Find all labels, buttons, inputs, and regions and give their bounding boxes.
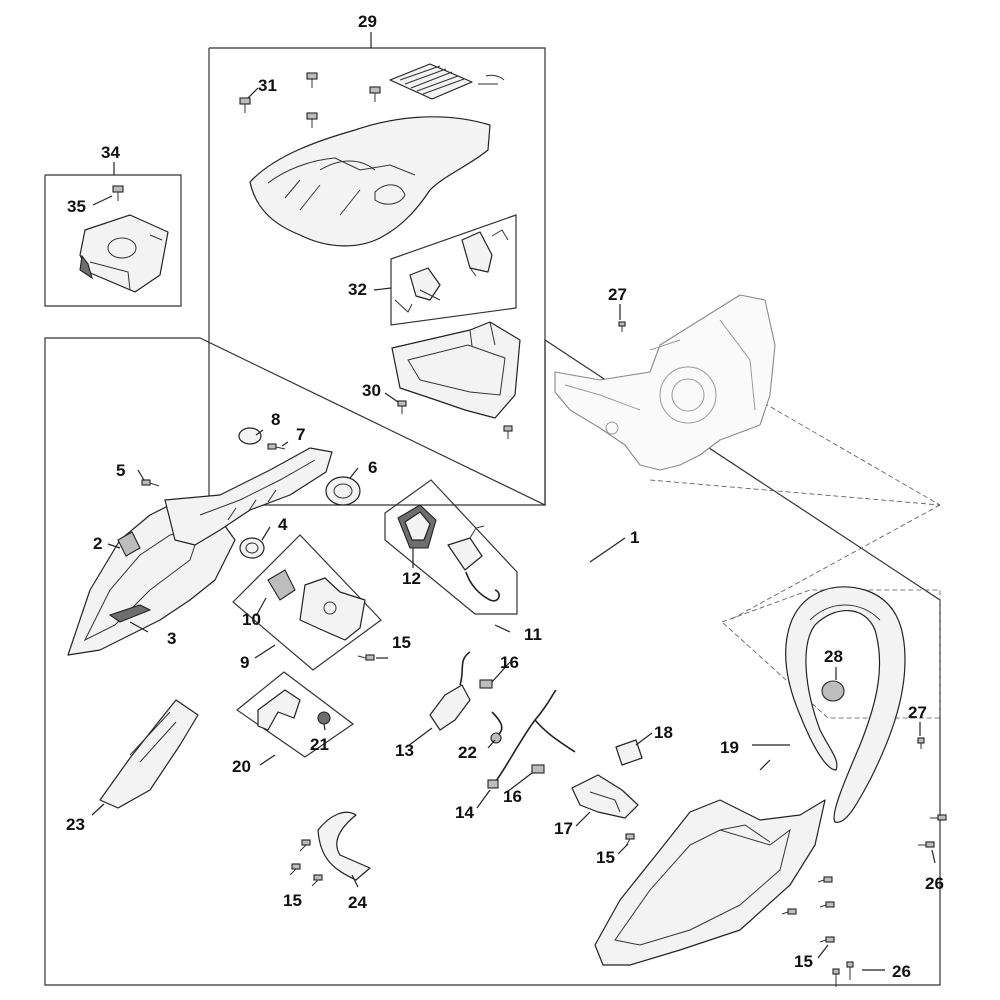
spring-part-21[interactable]	[317, 711, 331, 725]
screw-15-b[interactable]	[357, 654, 375, 661]
callout-7: 7	[296, 425, 305, 444]
callout-12: 12	[402, 569, 421, 588]
connector-16b[interactable]	[531, 764, 545, 774]
throttle-housing-part-9[interactable]	[299, 577, 366, 641]
callout-23: 23	[66, 815, 85, 834]
box-20	[235, 671, 355, 758]
callout-labels: 1 2 3 4 5 6 7 8 9 10 11 12 13 14 15 15 1…	[66, 12, 944, 981]
callout-27a: 27	[608, 285, 627, 304]
air-filter-part[interactable]	[389, 63, 505, 100]
callout-17: 17	[554, 819, 573, 838]
callout-22: 22	[458, 743, 477, 762]
screw-7[interactable]	[267, 443, 286, 450]
screw-27-top[interactable]	[618, 321, 626, 332]
leader-lines	[91, 32, 936, 971]
trigger-switch-part-13[interactable]	[429, 651, 471, 731]
callout-32: 32	[348, 280, 367, 299]
handle-shell-part-24[interactable]	[317, 811, 371, 881]
box-32	[390, 214, 517, 326]
damper-part-18[interactable]	[615, 739, 643, 766]
dashed-line-low	[649, 479, 941, 506]
callout-29: 29	[358, 12, 377, 31]
screw-35[interactable]	[112, 185, 124, 201]
callout-1: 1	[630, 528, 639, 547]
box-9	[232, 534, 382, 671]
screw-group-26[interactable]	[832, 814, 947, 987]
grip-part-23[interactable]	[99, 699, 199, 809]
boot-part-12[interactable]	[397, 504, 437, 549]
damper-part-6[interactable]	[325, 476, 361, 506]
screw-group-15-24[interactable]	[289, 839, 323, 887]
screw-group-31[interactable]	[239, 72, 381, 128]
callout-8: 8	[271, 410, 280, 429]
callout-15a: 15	[392, 633, 411, 652]
lower-housing-part[interactable]	[594, 799, 826, 966]
battery-cover-part-34[interactable]	[79, 214, 169, 293]
callout-5: 5	[116, 461, 125, 480]
callout-35: 35	[67, 197, 86, 216]
cap-part-8[interactable]	[238, 427, 262, 445]
box-11	[384, 479, 518, 615]
callout-13: 13	[395, 741, 414, 760]
callout-21: 21	[310, 735, 329, 754]
screw-group-15-lower[interactable]	[781, 876, 835, 943]
levers-part-32[interactable]	[394, 229, 509, 313]
callout-19: 19	[720, 738, 739, 757]
rail-part[interactable]	[164, 447, 333, 546]
callout-16a: 16	[500, 653, 519, 672]
callout-20: 20	[232, 757, 251, 776]
switch-housing-part-17[interactable]	[571, 774, 639, 819]
callout-9: 9	[240, 653, 249, 672]
screw-30[interactable]	[397, 400, 407, 414]
harness-part-14[interactable]	[487, 689, 576, 789]
callout-18: 18	[654, 723, 673, 742]
callout-15c: 15	[283, 891, 302, 910]
callout-3: 3	[167, 629, 176, 648]
screw-27-bottom[interactable]	[917, 737, 925, 749]
callout-14: 14	[455, 803, 474, 822]
box-34	[44, 174, 182, 307]
callout-11: 11	[524, 625, 542, 644]
callout-27b: 27	[908, 703, 927, 722]
callout-26a: 26	[925, 874, 944, 893]
bushing-part-28[interactable]	[821, 680, 845, 702]
callout-34: 34	[101, 143, 120, 162]
crankcase-reference	[554, 294, 776, 471]
callout-6: 6	[368, 458, 377, 477]
callout-10: 10	[242, 610, 261, 629]
sensor-part-22[interactable]	[490, 711, 503, 744]
clip-part-20[interactable]	[257, 689, 301, 731]
callout-24: 24	[348, 893, 367, 912]
callout-26b: 26	[892, 962, 911, 981]
callout-15d: 15	[794, 952, 813, 971]
sensor-part-11[interactable]	[447, 525, 500, 602]
callout-31: 31	[258, 76, 277, 95]
lever-part-2[interactable]	[117, 531, 141, 557]
callout-4: 4	[278, 515, 288, 534]
screw-5[interactable]	[141, 479, 160, 487]
damper-part-4[interactable]	[239, 537, 265, 559]
callout-15b: 15	[596, 848, 615, 867]
callout-30: 30	[362, 381, 381, 400]
screw-30b[interactable]	[503, 425, 513, 439]
carb-box-part[interactable]	[391, 321, 521, 419]
callout-16b: 16	[503, 787, 522, 806]
callout-2: 2	[93, 534, 102, 553]
main-frame	[44, 337, 941, 986]
front-handle-part-19[interactable]	[785, 586, 906, 823]
switch-part-10[interactable]	[267, 569, 296, 601]
dashed-line-top	[749, 394, 941, 506]
callout-28: 28	[824, 647, 843, 666]
shroud-cover-part-29[interactable]	[249, 116, 491, 247]
connector-16a[interactable]	[479, 679, 493, 689]
